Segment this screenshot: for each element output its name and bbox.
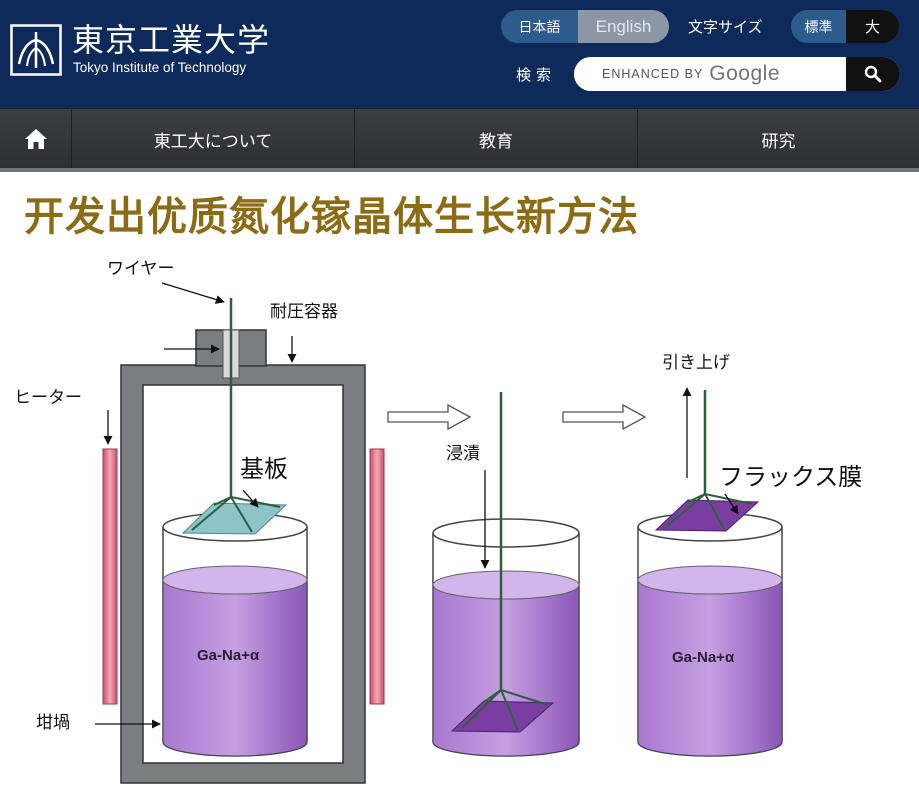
process-arrow-2	[562, 403, 647, 431]
label-melt-1: Ga-Na+α	[197, 647, 260, 664]
nav-divider	[0, 168, 919, 172]
process-arrow-1	[387, 403, 472, 431]
crucible-1	[162, 512, 308, 757]
substrate-1	[181, 502, 288, 535]
nav-item-research[interactable]: 研究	[761, 131, 796, 152]
label-pull-up: 引き上げ	[662, 353, 730, 373]
nav-item-education[interactable]: 教育	[355, 109, 638, 169]
google-wordmark: Google	[709, 62, 781, 85]
label-crucible: 坩堝	[36, 713, 70, 733]
font-size-normal-button[interactable]: 標準	[791, 10, 846, 43]
label-melt-3: Ga-Na+α	[672, 649, 735, 666]
language-japanese-button[interactable]: 日本語	[501, 10, 578, 43]
label-substrate: 基板	[240, 455, 288, 483]
substrate-3	[654, 499, 760, 532]
logo-english-name[interactable]: Tokyo Institute of Technology	[73, 60, 247, 75]
label-immersion: 浸漬	[446, 444, 480, 464]
crucible-3	[637, 512, 783, 757]
search-button[interactable]	[846, 57, 900, 91]
crucible-2	[432, 518, 580, 757]
substrate-2	[450, 700, 555, 733]
font-size-large-button[interactable]: 大	[846, 10, 899, 43]
language-english-button[interactable]: English	[578, 10, 669, 43]
search-icon	[864, 65, 882, 83]
logo-japanese-name[interactable]: 東京工業大学	[72, 21, 271, 59]
university-logo-icon[interactable]	[10, 24, 62, 76]
label-heater: ヒーター	[14, 388, 82, 408]
search-label: 検索	[516, 66, 557, 84]
article-title: 开发出优质氮化镓晶体生长新方法	[24, 194, 639, 240]
crystal-growth-diagram: ワイヤー 耐圧容器 ヒーター 基板 坩堝 Ga-Na+α 浸漬 引き上げ フラッ…	[0, 250, 919, 805]
font-size-label: 文字サイズ	[688, 18, 763, 36]
language-switch: 日本語 English	[501, 10, 669, 43]
home-icon	[24, 129, 47, 149]
diagram-drawing	[95, 282, 783, 784]
font-size-switch: 標準 大	[791, 10, 899, 43]
search-enhanced-by-text: ENHANCED BY	[602, 67, 704, 81]
nav-home-button[interactable]	[0, 109, 72, 169]
heater-right	[369, 448, 385, 705]
search-box: ENHANCED BY Google	[574, 57, 900, 91]
label-wire: ワイヤー	[107, 259, 175, 279]
heater-left	[102, 448, 118, 705]
site-header: 東京工業大学 Tokyo Institute of Technology 日本語…	[0, 0, 919, 108]
nav-item-about[interactable]: 東工大について	[72, 109, 355, 169]
search-input[interactable]: ENHANCED BY Google	[574, 57, 846, 91]
label-flux-film: フラックス膜	[719, 463, 863, 491]
main-nav: 東工大について 教育 研究	[0, 108, 919, 169]
label-pressure-vessel: 耐圧容器	[270, 302, 338, 322]
